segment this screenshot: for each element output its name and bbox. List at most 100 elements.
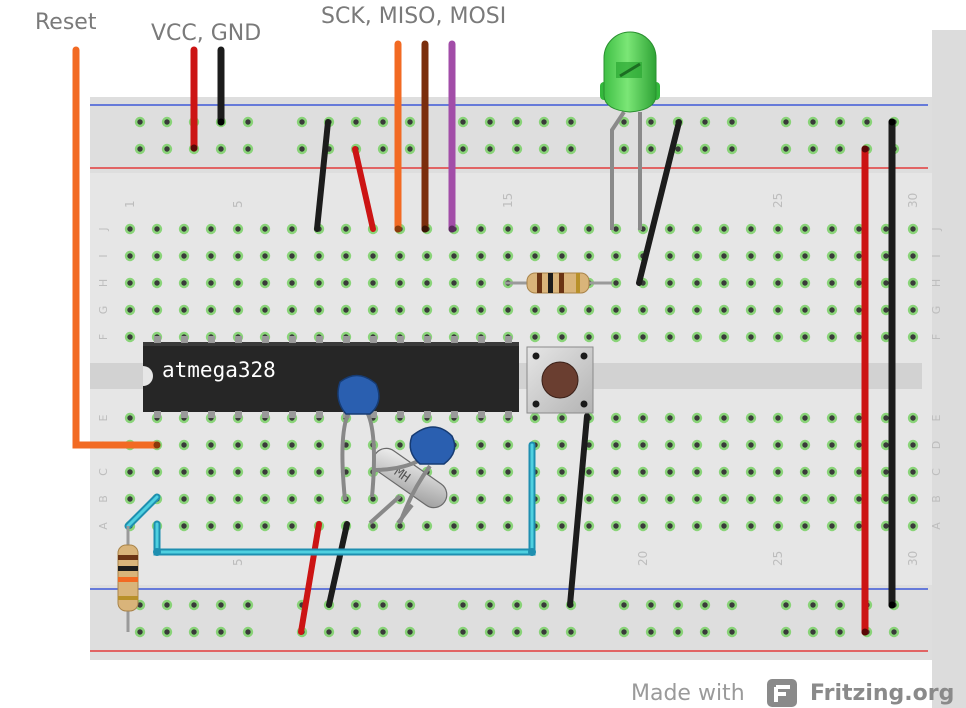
breadboard-hole[interactable] [802, 469, 808, 475]
breadboard-hole[interactable] [667, 253, 673, 259]
breadboard-hole[interactable] [487, 146, 493, 152]
bottom-black-wire[interactable] [326, 521, 350, 608]
breadboard-hole[interactable] [856, 469, 862, 475]
breadboard-hole[interactable] [478, 523, 484, 529]
breadboard-hole[interactable] [694, 334, 700, 340]
breadboard-hole[interactable] [568, 119, 574, 125]
breadboard-hole[interactable] [621, 119, 627, 125]
breadboard-hole[interactable] [640, 442, 646, 448]
breadboard-hole[interactable] [235, 253, 241, 259]
breadboard-hole[interactable] [181, 307, 187, 313]
breadboard-hole[interactable] [505, 523, 511, 529]
breadboard-hole[interactable] [343, 280, 349, 286]
breadboard-hole[interactable] [621, 602, 627, 608]
breadboard-hole[interactable] [316, 253, 322, 259]
breadboard-hole[interactable] [829, 307, 835, 313]
breadboard-hole[interactable] [883, 469, 889, 475]
breadboard-hole[interactable] [856, 226, 862, 232]
breadboard-hole[interactable] [648, 146, 654, 152]
breadboard-hole[interactable] [586, 334, 592, 340]
breadboard-hole[interactable] [208, 280, 214, 286]
breadboard-hole[interactable] [586, 442, 592, 448]
gnd-jumper-top[interactable] [314, 119, 331, 232]
breadboard-hole[interactable] [262, 496, 268, 502]
breadboard-hole[interactable] [137, 146, 143, 152]
breadboard-hole[interactable] [702, 119, 708, 125]
breadboard-hole[interactable] [460, 146, 466, 152]
button-ground-wire[interactable] [567, 413, 590, 608]
breadboard-hole[interactable] [667, 496, 673, 502]
breadboard-hole[interactable] [235, 442, 241, 448]
breadboard-hole[interactable] [451, 307, 457, 313]
breadboard-hole[interactable] [586, 523, 592, 529]
breadboard-hole[interactable] [353, 602, 359, 608]
breadboard-hole[interactable] [613, 415, 619, 421]
breadboard-hole[interactable] [397, 307, 403, 313]
breadboard-hole[interactable] [721, 280, 727, 286]
breadboard-hole[interactable] [154, 280, 160, 286]
breadboard-hole[interactable] [748, 334, 754, 340]
breadboard-hole[interactable] [775, 226, 781, 232]
breadboard-hole[interactable] [407, 146, 413, 152]
breadboard-hole[interactable] [478, 307, 484, 313]
breadboard-hole[interactable] [424, 307, 430, 313]
breadboard-hole[interactable] [424, 253, 430, 259]
breadboard-hole[interactable] [559, 334, 565, 340]
breadboard-hole[interactable] [397, 523, 403, 529]
breadboard-hole[interactable] [613, 523, 619, 529]
breadboard-hole[interactable] [568, 629, 574, 635]
breadboard-hole[interactable] [856, 334, 862, 340]
breadboard-hole[interactable] [559, 226, 565, 232]
breadboard-hole[interactable] [218, 602, 224, 608]
breadboard-hole[interactable] [802, 334, 808, 340]
breadboard-hole[interactable] [910, 469, 916, 475]
breadboard-hole[interactable] [783, 629, 789, 635]
breadboard-hole[interactable] [181, 253, 187, 259]
breadboard-hole[interactable] [729, 119, 735, 125]
breadboard-hole[interactable] [127, 253, 133, 259]
breadboard-hole[interactable] [541, 119, 547, 125]
breadboard-hole[interactable] [675, 602, 681, 608]
breadboard-hole[interactable] [667, 280, 673, 286]
breadboard-hole[interactable] [487, 629, 493, 635]
breadboard-hole[interactable] [208, 442, 214, 448]
breadboard-hole[interactable] [613, 469, 619, 475]
breadboard-hole[interactable] [559, 442, 565, 448]
breadboard-hole[interactable] [514, 146, 520, 152]
breadboard-hole[interactable] [883, 307, 889, 313]
breadboard-hole[interactable] [748, 523, 754, 529]
breadboard-hole[interactable] [380, 602, 386, 608]
breadboard-hole[interactable] [856, 280, 862, 286]
breadboard-hole[interactable] [505, 442, 511, 448]
breadboard-hole[interactable] [532, 226, 538, 232]
breadboard-hole[interactable] [613, 334, 619, 340]
breadboard-hole[interactable] [775, 442, 781, 448]
breadboard-hole[interactable] [829, 415, 835, 421]
breadboard-hole[interactable] [694, 226, 700, 232]
breadboard-hole[interactable] [721, 334, 727, 340]
breadboard-hole[interactable] [640, 415, 646, 421]
breadboard-hole[interactable] [316, 442, 322, 448]
breadboard-hole[interactable] [613, 253, 619, 259]
breadboard-hole[interactable] [667, 307, 673, 313]
breadboard-hole[interactable] [775, 334, 781, 340]
breadboard-hole[interactable] [694, 280, 700, 286]
breadboard-hole[interactable] [837, 602, 843, 608]
breadboard-hole[interactable] [505, 469, 511, 475]
breadboard-hole[interactable] [514, 602, 520, 608]
breadboard-hole[interactable] [424, 280, 430, 286]
breadboard-hole[interactable] [245, 629, 251, 635]
breadboard-hole[interactable] [559, 253, 565, 259]
breadboard-hole[interactable] [648, 119, 654, 125]
breadboard-hole[interactable] [721, 307, 727, 313]
breadboard-hole[interactable] [775, 307, 781, 313]
breadboard-hole[interactable] [829, 226, 835, 232]
breadboard-hole[interactable] [775, 415, 781, 421]
breadboard-hole[interactable] [208, 469, 214, 475]
breadboard-hole[interactable] [541, 146, 547, 152]
breadboard-hole[interactable] [702, 146, 708, 152]
breadboard-hole[interactable] [316, 496, 322, 502]
breadboard-hole[interactable] [559, 469, 565, 475]
breadboard-hole[interactable] [613, 442, 619, 448]
breadboard-hole[interactable] [883, 523, 889, 529]
